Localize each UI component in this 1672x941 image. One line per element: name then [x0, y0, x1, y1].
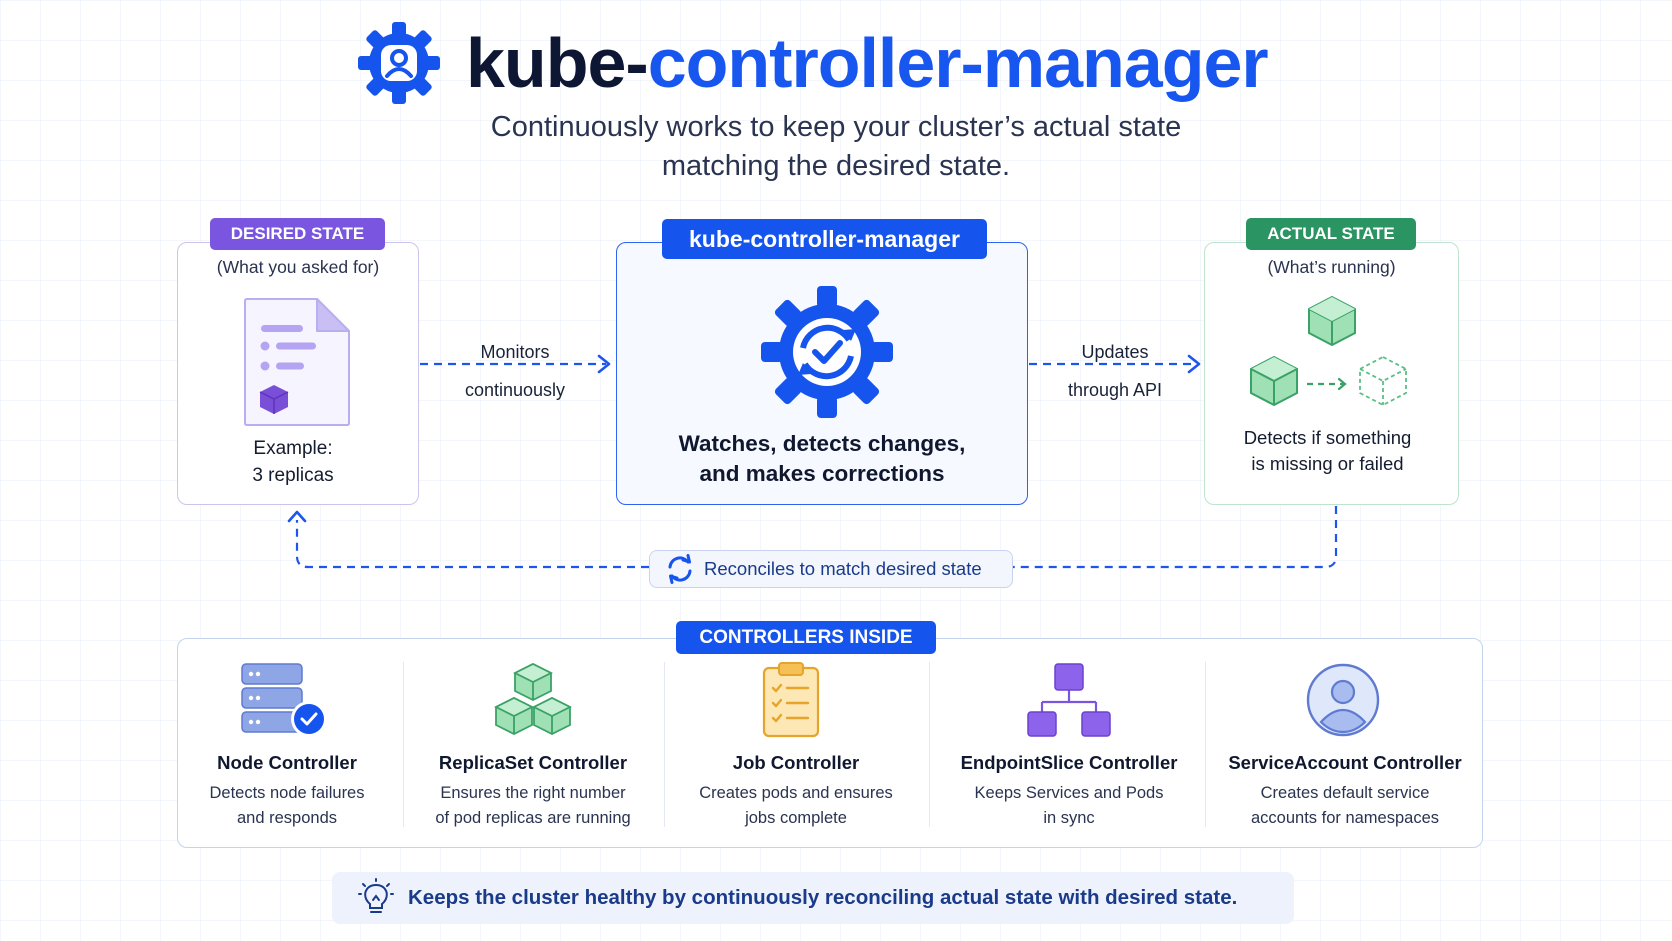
controller-title-endpointslice: EndpointSlice Controller	[960, 752, 1178, 773]
reconcile-label: Reconciles to match desired state	[704, 558, 982, 579]
controller-divider	[403, 662, 404, 827]
user-circle-icon	[1306, 663, 1380, 737]
controller-title-job: Job Controller	[732, 752, 860, 773]
subtitle-line-2: matching the desired state.	[661, 150, 1011, 182]
gear-user-icon	[358, 22, 440, 104]
desired-state-badge: DESIRED STATE	[210, 218, 385, 250]
controller-desc-line: Ensures the right number	[440, 784, 626, 802]
controller-desc-endpointslice: Keeps Services and Pods in sync	[939, 781, 1199, 831]
title-part-2: controller-manager	[647, 24, 1269, 102]
network-tree-icon	[1027, 663, 1111, 737]
controllers-panel	[177, 638, 1483, 848]
actual-state-badge: ACTUAL STATE	[1246, 218, 1416, 250]
header: kube-controller-manager	[0, 18, 1672, 108]
controller-title-replicaset: ReplicaSet Controller	[438, 752, 628, 773]
actual-state-card	[1204, 242, 1459, 505]
footer-banner	[332, 872, 1294, 924]
monitors-label: Monitors continuously	[440, 333, 590, 409]
controller-desc-line: and responds	[237, 809, 337, 827]
footer-text: Keeps the cluster healthy by continuousl…	[408, 886, 1238, 909]
controller-desc-line: Creates pods and ensures	[699, 784, 893, 802]
desired-example: Example: 3 replicas	[177, 435, 409, 489]
actual-state-caption: (What’s running)	[1267, 257, 1396, 277]
controller-desc-line: accounts for namespaces	[1250, 809, 1440, 827]
sync-icon	[668, 554, 692, 584]
cubes-icon	[1250, 295, 1407, 407]
controller-manager-description: Watches, detects changes, and makes corr…	[616, 429, 1028, 489]
actual-state-description-line-2: is missing or failed	[1251, 453, 1404, 474]
controller-desc-line: Keeps Services and Pods	[974, 784, 1164, 802]
controller-manager-description-line-2: and makes corrections	[699, 461, 945, 486]
controller-desc-line: Detects node failures	[209, 784, 365, 802]
updates-label: Updates through API	[1040, 333, 1190, 409]
controller-desc-replicaset: Ensures the right number of pod replicas…	[413, 781, 653, 831]
controller-desc-line: Creates default service	[1260, 784, 1430, 802]
monitors-label-line-1: Monitors	[480, 342, 550, 362]
gear-sync-check-icon	[761, 286, 893, 418]
document-icon	[244, 298, 350, 426]
subtitle: Continuously works to keep your cluster’…	[0, 108, 1672, 186]
controller-desc-line: in sync	[1043, 809, 1095, 827]
controller-desc-line: of pod replicas are running	[435, 809, 631, 827]
controller-divider	[1205, 662, 1206, 827]
actual-state-description-line-1: Detects if something	[1243, 427, 1412, 448]
controller-title-node: Node Controller	[217, 752, 357, 773]
controller-desc-serviceaccount: Creates default service accounts for nam…	[1213, 781, 1477, 831]
cubes-stack-icon	[493, 662, 573, 736]
updates-label-line-1: Updates	[1081, 342, 1149, 362]
subtitle-line-1: Continuously works to keep your cluster’…	[490, 111, 1182, 143]
desired-state-caption: (What you asked for)	[216, 257, 380, 277]
reconcile-badge	[649, 550, 1013, 588]
monitors-label-line-2: continuously	[464, 380, 566, 400]
desired-example-line-2: 3 replicas	[252, 465, 334, 486]
updates-label-line-2: through API	[1067, 380, 1163, 400]
controller-desc-line: jobs complete	[745, 809, 847, 827]
page-title: kube-controller-manager	[466, 18, 1269, 108]
controller-divider	[929, 662, 930, 827]
clipboard-checklist-icon	[762, 662, 820, 738]
controller-manager-description-line-1: Watches, detects changes,	[678, 431, 966, 456]
desired-example-line-1: Example:	[253, 438, 333, 459]
actual-state-description: Detects if something is missing or faile…	[1204, 425, 1451, 477]
lightbulb-icon	[358, 878, 394, 913]
controller-title-serviceaccount: ServiceAccount Controller	[1228, 752, 1462, 773]
controller-desc-job: Creates pods and ensures jobs complete	[676, 781, 916, 831]
controller-desc-node: Detects node failures and responds	[187, 781, 387, 831]
controller-divider	[664, 662, 665, 827]
title-part-1: kube-	[466, 24, 649, 102]
controller-manager-badge: kube-controller-manager	[662, 219, 987, 259]
controllers-badge: CONTROLLERS INSIDE	[676, 621, 936, 654]
server-check-icon	[241, 663, 327, 737]
